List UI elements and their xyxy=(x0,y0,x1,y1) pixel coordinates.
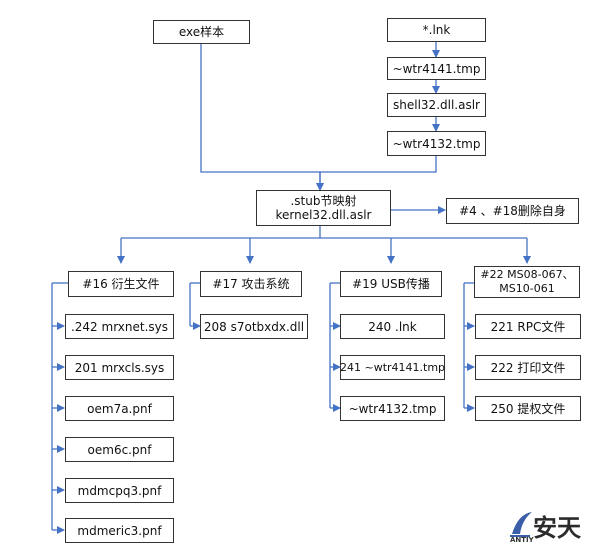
node-wtr4141: ~wtr4141.tmp xyxy=(387,57,486,80)
node-mdmcpq3: mdmcpq3.pnf xyxy=(65,478,174,503)
node-u-wtr4132: ~wtr4132.tmp xyxy=(340,396,445,421)
node-u240-lnk: 240 .lnk xyxy=(340,314,445,339)
antiy-logo-icon xyxy=(510,512,532,537)
node-r221-rpc: 221 RPC文件 xyxy=(475,314,581,339)
node-exe-sample: exe样本 xyxy=(153,20,250,44)
node-n17-attack-system: #17 攻击系统 xyxy=(200,271,302,297)
connector-exe-to-stub xyxy=(200,44,324,191)
node-mdmeric3: mdmeric3.pnf xyxy=(65,518,174,543)
antiy-logo-sub: ANTIY xyxy=(510,536,534,544)
node-lnk: *.lnk xyxy=(387,18,486,42)
antiy-logo-text: 安天 xyxy=(533,514,581,542)
connector-wtr4132-to-stub xyxy=(316,156,437,191)
node-r222-print: 222 打印文件 xyxy=(475,355,581,380)
node-n22-ms-exploits: #22 MS08-067、 MS10-061 xyxy=(474,266,580,298)
node-oem6c: oem6c.pnf xyxy=(65,437,174,462)
node-n19-usb-spread: #19 USB传播 xyxy=(340,271,442,297)
node-oem7a: oem7a.pnf xyxy=(65,396,174,421)
node-r250-privesc: 250 提权文件 xyxy=(475,396,581,421)
node-n16-derived-files: #16 衍生文件 xyxy=(68,271,174,297)
node-shell32: shell32.dll.aslr xyxy=(387,93,486,117)
node-stub-mapping: .stub节映射 kernel32.dll.aslr xyxy=(256,190,391,226)
node-f201-mrxcls: 201 mrxcls.sys xyxy=(65,355,174,380)
node-wtr4132: ~wtr4132.tmp xyxy=(387,131,486,156)
node-u241-wtr4141: 241 ~wtr4141.tmp xyxy=(340,355,445,380)
node-s7otbxdx: 208 s7otbxdx.dll xyxy=(200,314,308,339)
node-delete-self: #4 、#18删除自身 xyxy=(446,198,579,224)
node-f242-mrxnet: .242 mrxnet.sys xyxy=(65,314,174,339)
